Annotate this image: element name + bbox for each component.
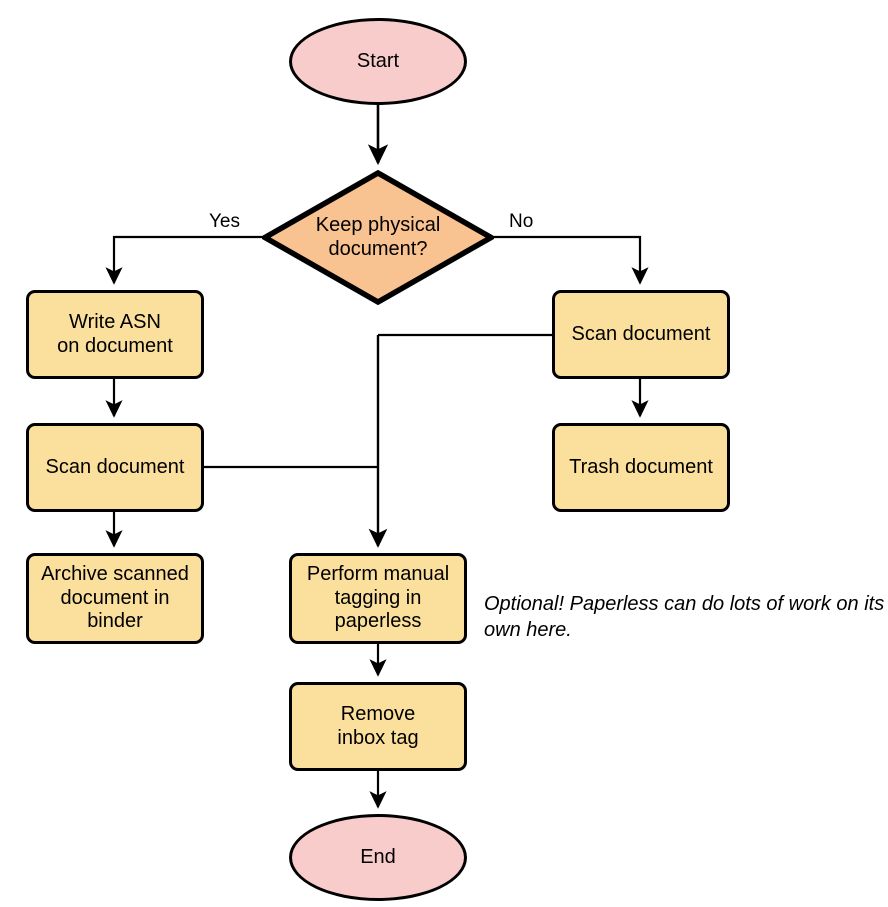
node-write-asn-on-document[interactable]: Write ASN on document [26, 290, 204, 379]
node-decision-label: Keep physical document? [315, 213, 441, 260]
node-archive-label: Archive scanned document in binder [41, 563, 189, 633]
node-scan-document-right-label: Scan document [571, 322, 711, 345]
node-trash-document[interactable]: Trash document [552, 423, 730, 512]
node-start[interactable]: Start [289, 18, 467, 105]
node-manual-tagging-label: Perform manual tagging in paperless [306, 563, 450, 633]
edge-decision-yes-to-write-asn [105, 235, 262, 285]
node-write-asn-label: Write ASN on document [57, 310, 173, 357]
node-start-label: Start [356, 49, 400, 72]
diamond-shape [262, 170, 494, 305]
annotation-optional-note: Optional! Paperless can do lots of work … [484, 593, 885, 641]
node-scan-document-left[interactable]: Scan document [26, 423, 204, 512]
node-end[interactable]: End [289, 814, 467, 901]
node-remove-inbox-tag-label: Remove inbox tag [337, 702, 419, 749]
node-trash-document-label: Trash document [569, 455, 713, 478]
node-archive-scanned-document[interactable]: Archive scanned document in binder [26, 553, 204, 644]
edge-label-yes: Yes [209, 211, 240, 232]
node-scan-document-left-label: Scan document [45, 455, 185, 478]
node-end-label: End [360, 845, 396, 868]
edge-decision-no-to-scan-right [494, 235, 649, 285]
node-scan-document-right[interactable]: Scan document [552, 290, 730, 379]
node-perform-manual-tagging[interactable]: Perform manual tagging in paperless [289, 553, 467, 644]
node-remove-inbox-tag[interactable]: Remove inbox tag [289, 682, 467, 771]
edge-label-no: No [509, 211, 534, 232]
node-decision-keep-physical-document[interactable]: Keep physical document? [262, 170, 494, 305]
